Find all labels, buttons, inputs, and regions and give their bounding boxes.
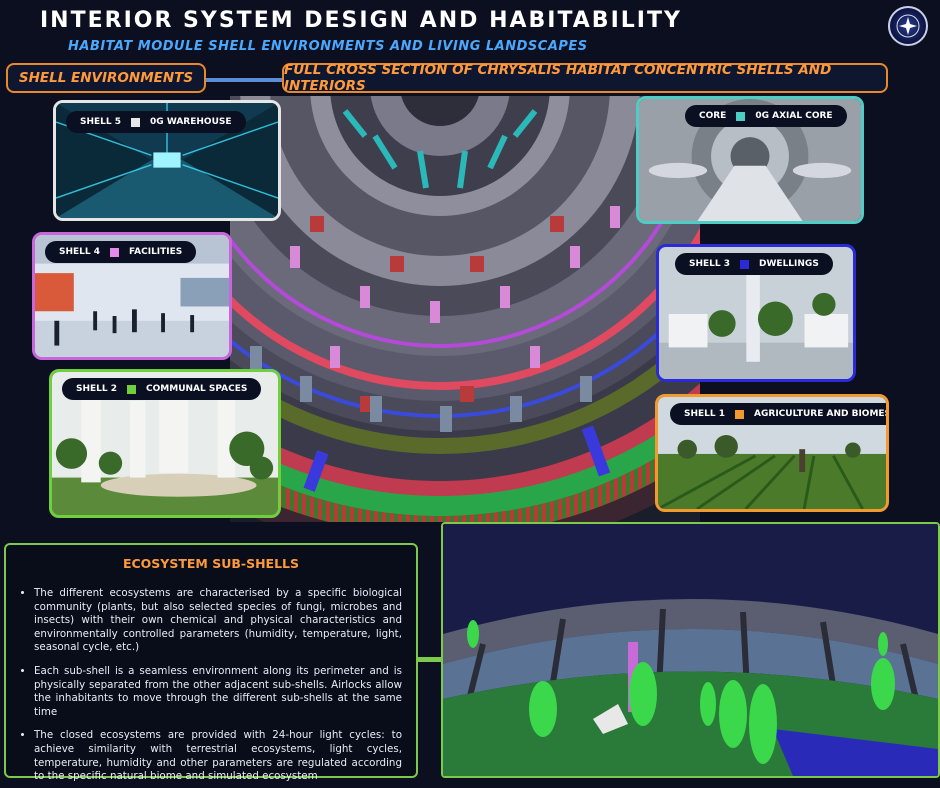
shell2-code: SHELL 2: [76, 384, 118, 394]
tag-connector: [205, 78, 285, 82]
shell4-card[interactable]: SHELL 4 FACILITIES: [32, 232, 232, 360]
ecosystem-title: ECOSYSTEM SUB-SHELLS: [122, 556, 300, 571]
shell5-card[interactable]: SHELL 5 0G WAREHOUSE: [53, 100, 281, 221]
shell4-name: FACILITIES: [129, 247, 183, 257]
ecosystem-bullet: The different ecosystems are characteris…: [34, 587, 402, 655]
core-card[interactable]: CORE 0G AXIAL CORE: [636, 96, 864, 224]
shell1-code: SHELL 1: [684, 409, 726, 419]
communal-spaces-scene-image: [52, 372, 278, 515]
shell-environments-tag: SHELL ENVIRONMENTS: [6, 63, 206, 93]
habitat-cross-section-image: [230, 96, 700, 522]
shell4-label: SHELL 4 FACILITIES: [45, 241, 197, 263]
shell5-code: SHELL 5: [80, 117, 122, 127]
cross-section-tag: FULL CROSS SECTION OF CHRYSALIS HABITAT …: [282, 62, 888, 94]
shell1-color-swatch: [735, 409, 745, 419]
core-label: CORE 0G AXIAL CORE: [685, 105, 847, 127]
ecosystem-bullet-list: The different ecosystems are characteris…: [20, 587, 402, 784]
sub-shell-render-image: [441, 522, 940, 778]
shell5-name: 0G WAREHOUSE: [150, 117, 232, 127]
core-name: 0G AXIAL CORE: [755, 111, 833, 121]
shell4-code: SHELL 4: [59, 247, 101, 257]
shell2-label: SHELL 2 COMMUNAL SPACES: [62, 378, 262, 400]
agriculture-scene-image: [658, 397, 886, 509]
shell1-label: SHELL 1 AGRICULTURE AND BIOMES: [670, 403, 889, 425]
shell3-code: SHELL 3: [689, 259, 731, 269]
page-subtitle: HABITAT MODULE SHELL ENVIRONMENTS AND LI…: [68, 39, 588, 54]
shell1-name: AGRICULTURE AND BIOMES: [754, 409, 889, 419]
core-color-swatch: [736, 111, 746, 121]
core-code: CORE: [699, 111, 727, 121]
shell3-name: DWELLINGS: [759, 259, 819, 269]
shell3-label: SHELL 3 DWELLINGS: [675, 253, 833, 275]
shell1-card[interactable]: SHELL 1 AGRICULTURE AND BIOMES: [655, 394, 889, 512]
shell4-color-swatch: [110, 247, 120, 257]
shell2-color-swatch: [127, 384, 137, 394]
shell2-name: COMMUNAL SPACES: [146, 384, 248, 394]
ecosystem-sub-shells-panel: ECOSYSTEM SUB-SHELLS The different ecosy…: [4, 543, 418, 782]
shell5-label: SHELL 5 0G WAREHOUSE: [66, 111, 246, 133]
shell3-card[interactable]: SHELL 3 DWELLINGS: [656, 244, 856, 382]
shell2-card[interactable]: SHELL 2 COMMUNAL SPACES: [49, 369, 281, 518]
page-title: INTERIOR SYSTEM DESIGN AND HABITABILITY: [40, 8, 682, 33]
ecosystem-bullet: The closed ecosystems are provided with …: [34, 729, 402, 783]
shell5-color-swatch: [131, 117, 141, 127]
panel-connector: [418, 657, 442, 662]
ecosystem-bullet: Each sub-shell is a seamless environment…: [34, 665, 402, 719]
shell3-color-swatch: [740, 259, 750, 269]
mission-logo-icon: [888, 6, 928, 46]
